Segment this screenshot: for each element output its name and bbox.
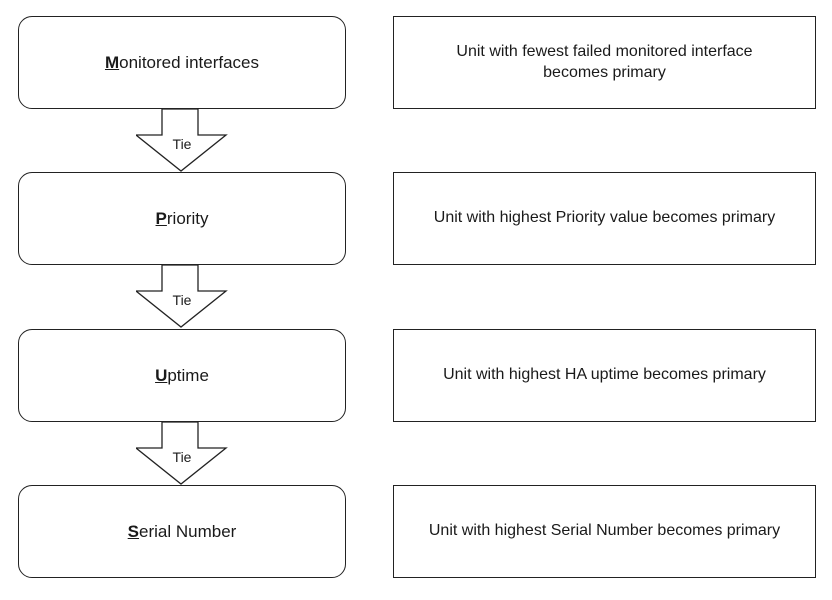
tie-label: Tie [172, 136, 192, 152]
step-label: erial Number [139, 521, 237, 541]
down-arrow-icon [136, 422, 228, 485]
description-text: Unit with highest Priority value becomes… [433, 209, 776, 227]
tie-arrow: Tie [136, 109, 228, 172]
tie-arrow: Tie [136, 265, 228, 328]
description-text: Unit with highest Serial Number becomes … [428, 522, 781, 540]
description-text: Unit with fewest failed monitored interf… [456, 42, 753, 81]
description-monitored-interfaces: Unit with fewest failed monitored interf… [393, 16, 816, 109]
step-initial: M [104, 52, 120, 72]
step-initial: S [127, 521, 140, 541]
tie-label: Tie [172, 292, 192, 308]
tie-arrow: Tie [136, 422, 228, 485]
step-label: onitored interfaces [119, 52, 260, 72]
step-initial: P [155, 208, 167, 228]
description-text: Unit with highest HA uptime becomes prim… [443, 366, 766, 384]
step-label: ptime [167, 365, 209, 385]
description-priority: Unit with highest Priority value becomes… [393, 172, 816, 265]
description-serial-number: Unit with highest Serial Number becomes … [393, 485, 816, 578]
step-initial: U [155, 365, 168, 385]
down-arrow-icon [136, 265, 228, 328]
tie-label: Tie [172, 449, 192, 465]
step-label: riority [166, 208, 209, 228]
description-uptime: Unit with highest HA uptime becomes prim… [393, 329, 816, 422]
down-arrow-icon [136, 109, 228, 172]
